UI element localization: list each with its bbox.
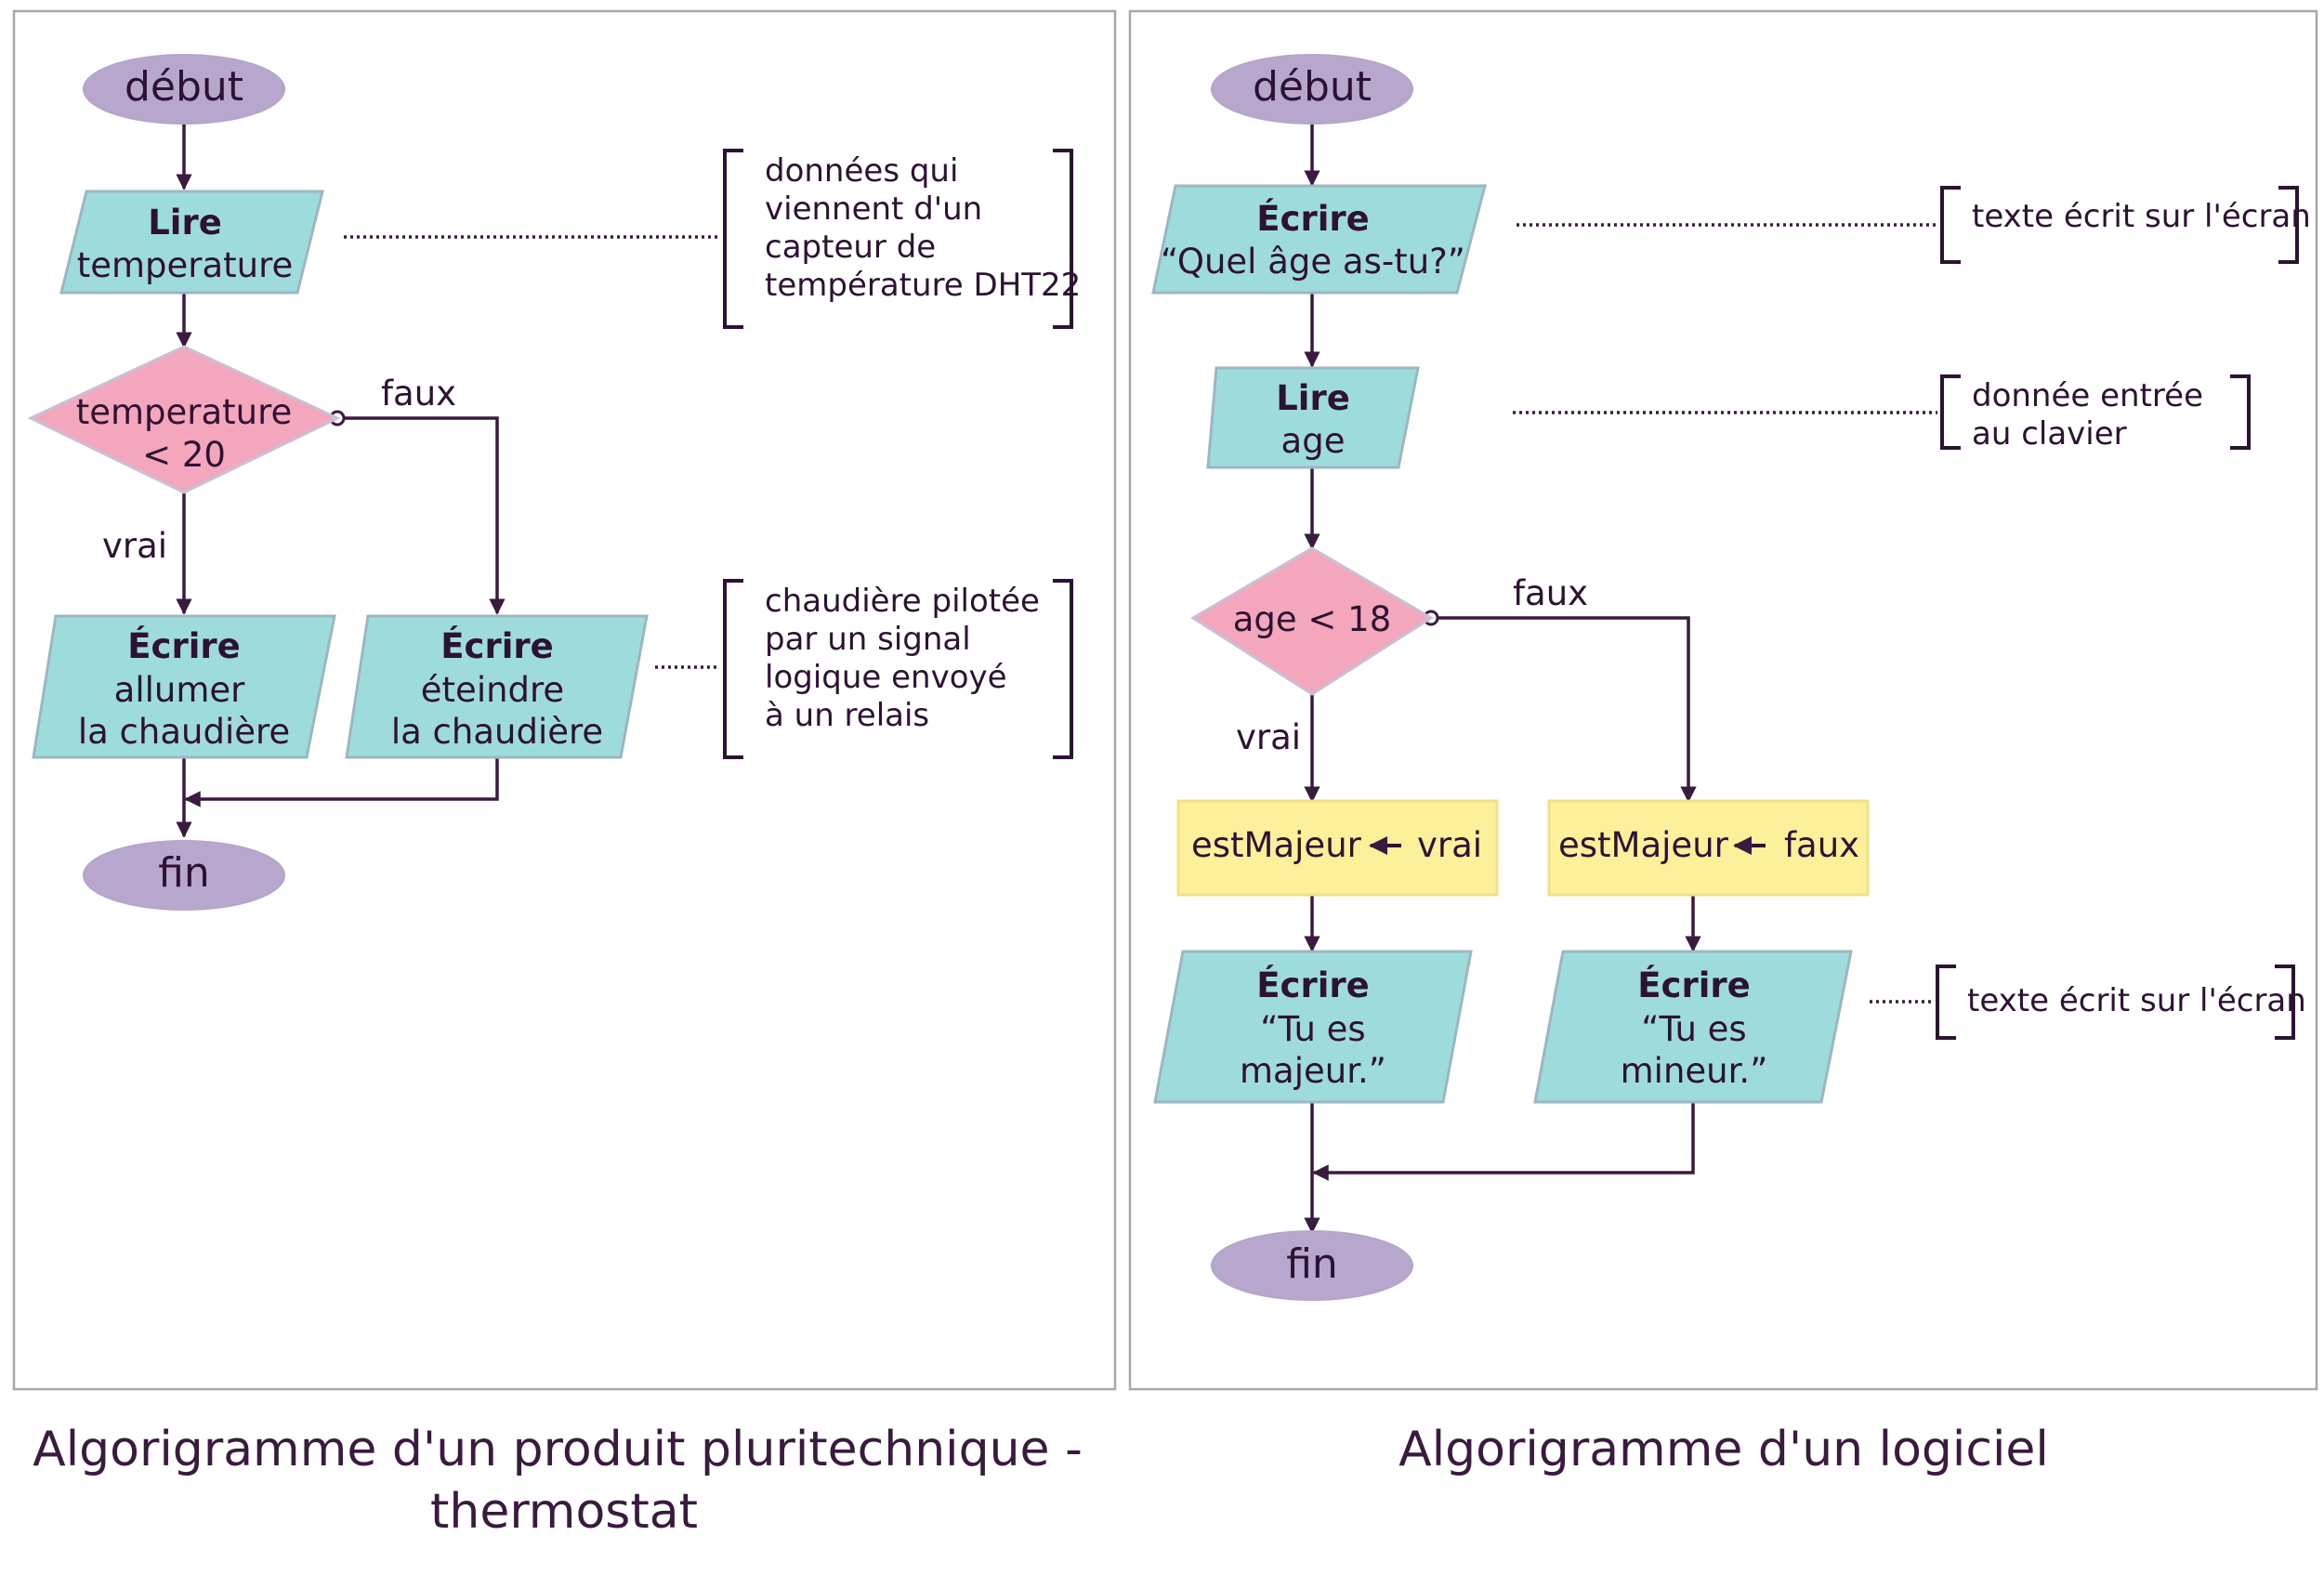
- right-note1-text: texte écrit sur l'écran: [1972, 198, 2311, 235]
- left-start-label: début: [125, 63, 243, 111]
- left-read-keyword: Lire: [148, 203, 222, 243]
- left-caption-line1: Algorigramme d'un produit pluritechnique…: [33, 1422, 1083, 1477]
- left-note1-line3: capteur de: [765, 229, 936, 266]
- right-end-label: fin: [1286, 1240, 1338, 1288]
- right-true-label: vrai: [1236, 717, 1301, 757]
- left-note2-line1: chaudière pilotée: [765, 583, 1040, 620]
- left-note1-line4: température DHT22: [765, 267, 1081, 304]
- right-read-io: Lire age: [1206, 366, 1420, 469]
- left-note2-bracket-close: [1053, 579, 1073, 759]
- left-decision-line2: < 20: [142, 435, 226, 475]
- left-write-on-line1: allumer: [114, 670, 245, 710]
- right-assign-true-var: estMajeur: [1191, 825, 1362, 865]
- left-write-off-line2: la chaudière: [391, 712, 603, 752]
- left-note2-bracket-open: [723, 579, 743, 759]
- right-write-minor-keyword: Écrire: [1637, 965, 1750, 1005]
- left-start-terminal: début: [83, 54, 285, 125]
- right-write-minor-io: Écrire “Tu es mineur.”: [1533, 950, 1853, 1104]
- right-write1-text: “Quel âge as-tu?”: [1161, 242, 1465, 282]
- right-false-label: faux: [1513, 573, 1588, 613]
- left-panel-frame: [12, 9, 1117, 1391]
- right-note1-bracket-open: [1940, 186, 1961, 264]
- left-end-label: fin: [158, 849, 210, 897]
- left-write-off-io: Écrire éteindre la chaudière: [345, 614, 649, 759]
- left-write-on-keyword: Écrire: [127, 625, 240, 666]
- right-note3-bracket-close: [2275, 965, 2295, 1040]
- left-write-off-line1: éteindre: [421, 670, 564, 710]
- right-edges: [1304, 124, 1701, 1234]
- right-note3-bracket-open: [1936, 965, 1956, 1040]
- right-end-terminal: fin: [1211, 1230, 1413, 1301]
- left-note2-line3: logique envoyé: [765, 659, 1007, 696]
- right-write-major-io: Écrire “Tu es majeur.”: [1153, 950, 1473, 1104]
- left-true-label: vrai: [102, 526, 167, 566]
- left-read-variable: temperature: [77, 245, 294, 285]
- left-note1-bracket-open: [723, 149, 743, 329]
- right-write-major-line1: “Tu es: [1260, 1009, 1365, 1049]
- right-note2-line1: donnée entrée: [1972, 377, 2203, 414]
- right-write-major-line2: majeur.”: [1240, 1051, 1386, 1091]
- right-assign-false-var: estMajeur: [1558, 825, 1729, 865]
- edge-decision-false: [344, 416, 506, 615]
- left-note2-line4: à un relais: [765, 697, 929, 734]
- left-note1-line2: viennent d'un: [765, 190, 982, 228]
- right-caption: Algorigramme d'un logiciel: [1398, 1422, 2049, 1477]
- right-note2-bracket-close: [2230, 374, 2251, 450]
- right-panel-frame: [1128, 9, 2318, 1391]
- right-start-label: début: [1253, 63, 1372, 111]
- right-read-variable: age: [1281, 421, 1346, 461]
- right-assign-true-val: vrai: [1417, 825, 1482, 865]
- left-end-terminal: fin: [83, 840, 285, 911]
- right-write1-io: Écrire “Quel âge as-tu?”: [1151, 184, 1487, 295]
- left-write-on-io: Écrire allumer la chaudière: [32, 614, 336, 759]
- left-note1-line1: données qui: [765, 152, 958, 190]
- right-assign-true-process: estMajeur vrai: [1176, 799, 1499, 897]
- left-note1-bracket-close: [1053, 149, 1073, 329]
- edge-r-minor-end: [1312, 1102, 1695, 1181]
- right-read-keyword: Lire: [1276, 378, 1350, 418]
- right-write-minor-line2: mineur.”: [1621, 1051, 1768, 1091]
- left-false-label: faux: [381, 374, 456, 413]
- right-start-terminal: début: [1211, 54, 1413, 125]
- right-note1-bracket-close: [2278, 186, 2299, 264]
- right-note3-text: texte écrit sur l'écran: [1967, 982, 2306, 1019]
- left-write-on-line2: la chaudière: [78, 712, 290, 752]
- right-note2-line2: au clavier: [1972, 415, 2127, 453]
- edge-write-off-end: [184, 757, 499, 807]
- right-assign-false-val: faux: [1784, 825, 1859, 865]
- left-edges: [176, 124, 506, 838]
- right-decision: age < 18: [1190, 546, 1434, 696]
- left-note2-line2: par un signal: [765, 621, 971, 658]
- right-assign-false-process: estMajeur faux: [1547, 799, 1870, 897]
- edge-r-decision-false: [1438, 616, 1697, 803]
- right-note2-bracket-open: [1940, 374, 1961, 450]
- right-write1-keyword: Écrire: [1256, 198, 1369, 239]
- left-write-off-keyword: Écrire: [440, 625, 553, 666]
- right-write-minor-line1: “Tu es: [1641, 1009, 1746, 1049]
- left-read-io: Lire temperature: [59, 190, 324, 295]
- left-decision-line1: temperature: [76, 392, 293, 432]
- left-decision: temperature < 20: [27, 345, 341, 494]
- left-caption-line2: thermostat: [430, 1484, 698, 1540]
- right-decision-label: age < 18: [1233, 599, 1392, 639]
- right-write-major-keyword: Écrire: [1256, 965, 1369, 1005]
